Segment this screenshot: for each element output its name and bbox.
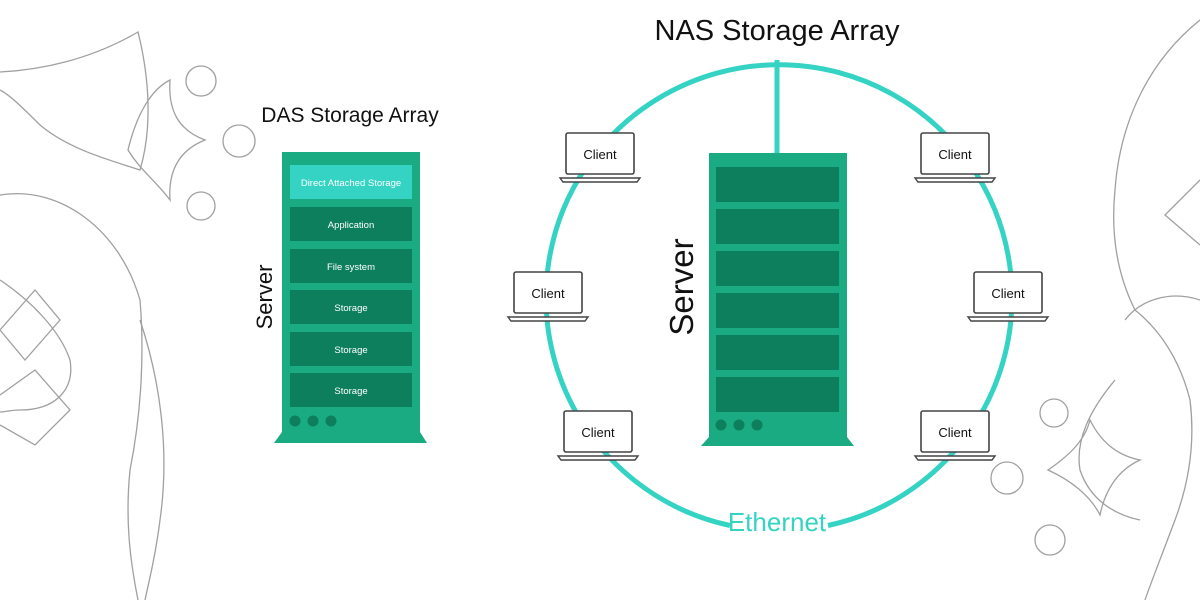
das-slot-label: Storage <box>334 303 367 314</box>
nas-slot <box>716 167 839 202</box>
laptop-base-icon <box>913 455 997 461</box>
das-indicator-dot <box>307 415 319 427</box>
das-indicator-dot <box>325 415 337 427</box>
nas-slot <box>716 377 839 412</box>
client-label: Client <box>938 147 972 162</box>
ethernet-label: Ethernet <box>728 507 827 537</box>
das-slot: Storage <box>290 332 412 366</box>
right-decoration <box>990 19 1200 600</box>
client-laptop: Client <box>558 132 642 183</box>
nas-slot <box>716 335 839 370</box>
client-label: Client <box>583 147 617 162</box>
client-laptop: Client <box>913 132 997 183</box>
das-slot-box <box>290 249 412 283</box>
das-title: DAS Storage Array <box>261 104 439 127</box>
client-laptop: Client <box>556 410 640 461</box>
das-slot-box <box>290 207 412 241</box>
das-slot: File system <box>290 249 412 283</box>
nas-slot <box>716 293 839 328</box>
laptop-screen-icon <box>563 410 633 453</box>
das-server-label: Server <box>252 265 277 330</box>
das-slot: Direct Attached Storage <box>290 165 412 199</box>
client-label: Client <box>938 425 972 440</box>
laptop-screen-icon <box>565 132 635 175</box>
das-slot: Application <box>290 207 412 241</box>
das-slot-label: Storage <box>334 386 367 397</box>
das-slot-label: Direct Attached Storage <box>301 178 401 189</box>
das-slot: Storage <box>290 290 412 324</box>
laptop-base-icon <box>558 177 642 183</box>
client-label: Client <box>531 286 565 301</box>
laptop-screen-icon <box>973 271 1043 314</box>
client-laptop: Client <box>506 271 590 322</box>
client-label: Client <box>991 286 1025 301</box>
laptop-screen-icon <box>513 271 583 314</box>
nas-server-label: Server <box>663 238 700 335</box>
client-laptop: Client <box>913 410 997 461</box>
ethernet-ring <box>543 60 1015 528</box>
client-laptop: Client <box>966 271 1050 322</box>
das-slot-label: Storage <box>334 345 367 356</box>
laptop-screen-icon <box>920 410 990 453</box>
nas-slot <box>716 209 839 244</box>
das-slot-box <box>290 290 412 324</box>
client-label: Client <box>581 425 615 440</box>
laptop-base-icon <box>556 455 640 461</box>
das-slot-box <box>290 332 412 366</box>
nas-indicator-dot <box>751 419 763 431</box>
laptop-screen-icon <box>920 132 990 175</box>
das-slot: Storage <box>290 373 412 407</box>
laptop-base-icon <box>506 316 590 322</box>
nas-rack <box>701 153 854 446</box>
das-slot-label: File system <box>327 262 375 273</box>
nas-indicator-dot <box>715 419 727 431</box>
laptop-base-icon <box>913 177 997 183</box>
das-slot-label: Application <box>328 220 374 231</box>
nas-slot <box>716 251 839 286</box>
laptop-base-icon <box>966 316 1050 322</box>
das-slot-highlight <box>290 165 412 199</box>
nas-title: NAS Storage Array <box>655 15 900 47</box>
das-indicator-dot <box>289 415 301 427</box>
left-decoration <box>0 31 256 600</box>
nas-indicator-dot <box>733 419 745 431</box>
das-slot-box <box>290 373 412 407</box>
nas-slot-list <box>716 167 839 412</box>
